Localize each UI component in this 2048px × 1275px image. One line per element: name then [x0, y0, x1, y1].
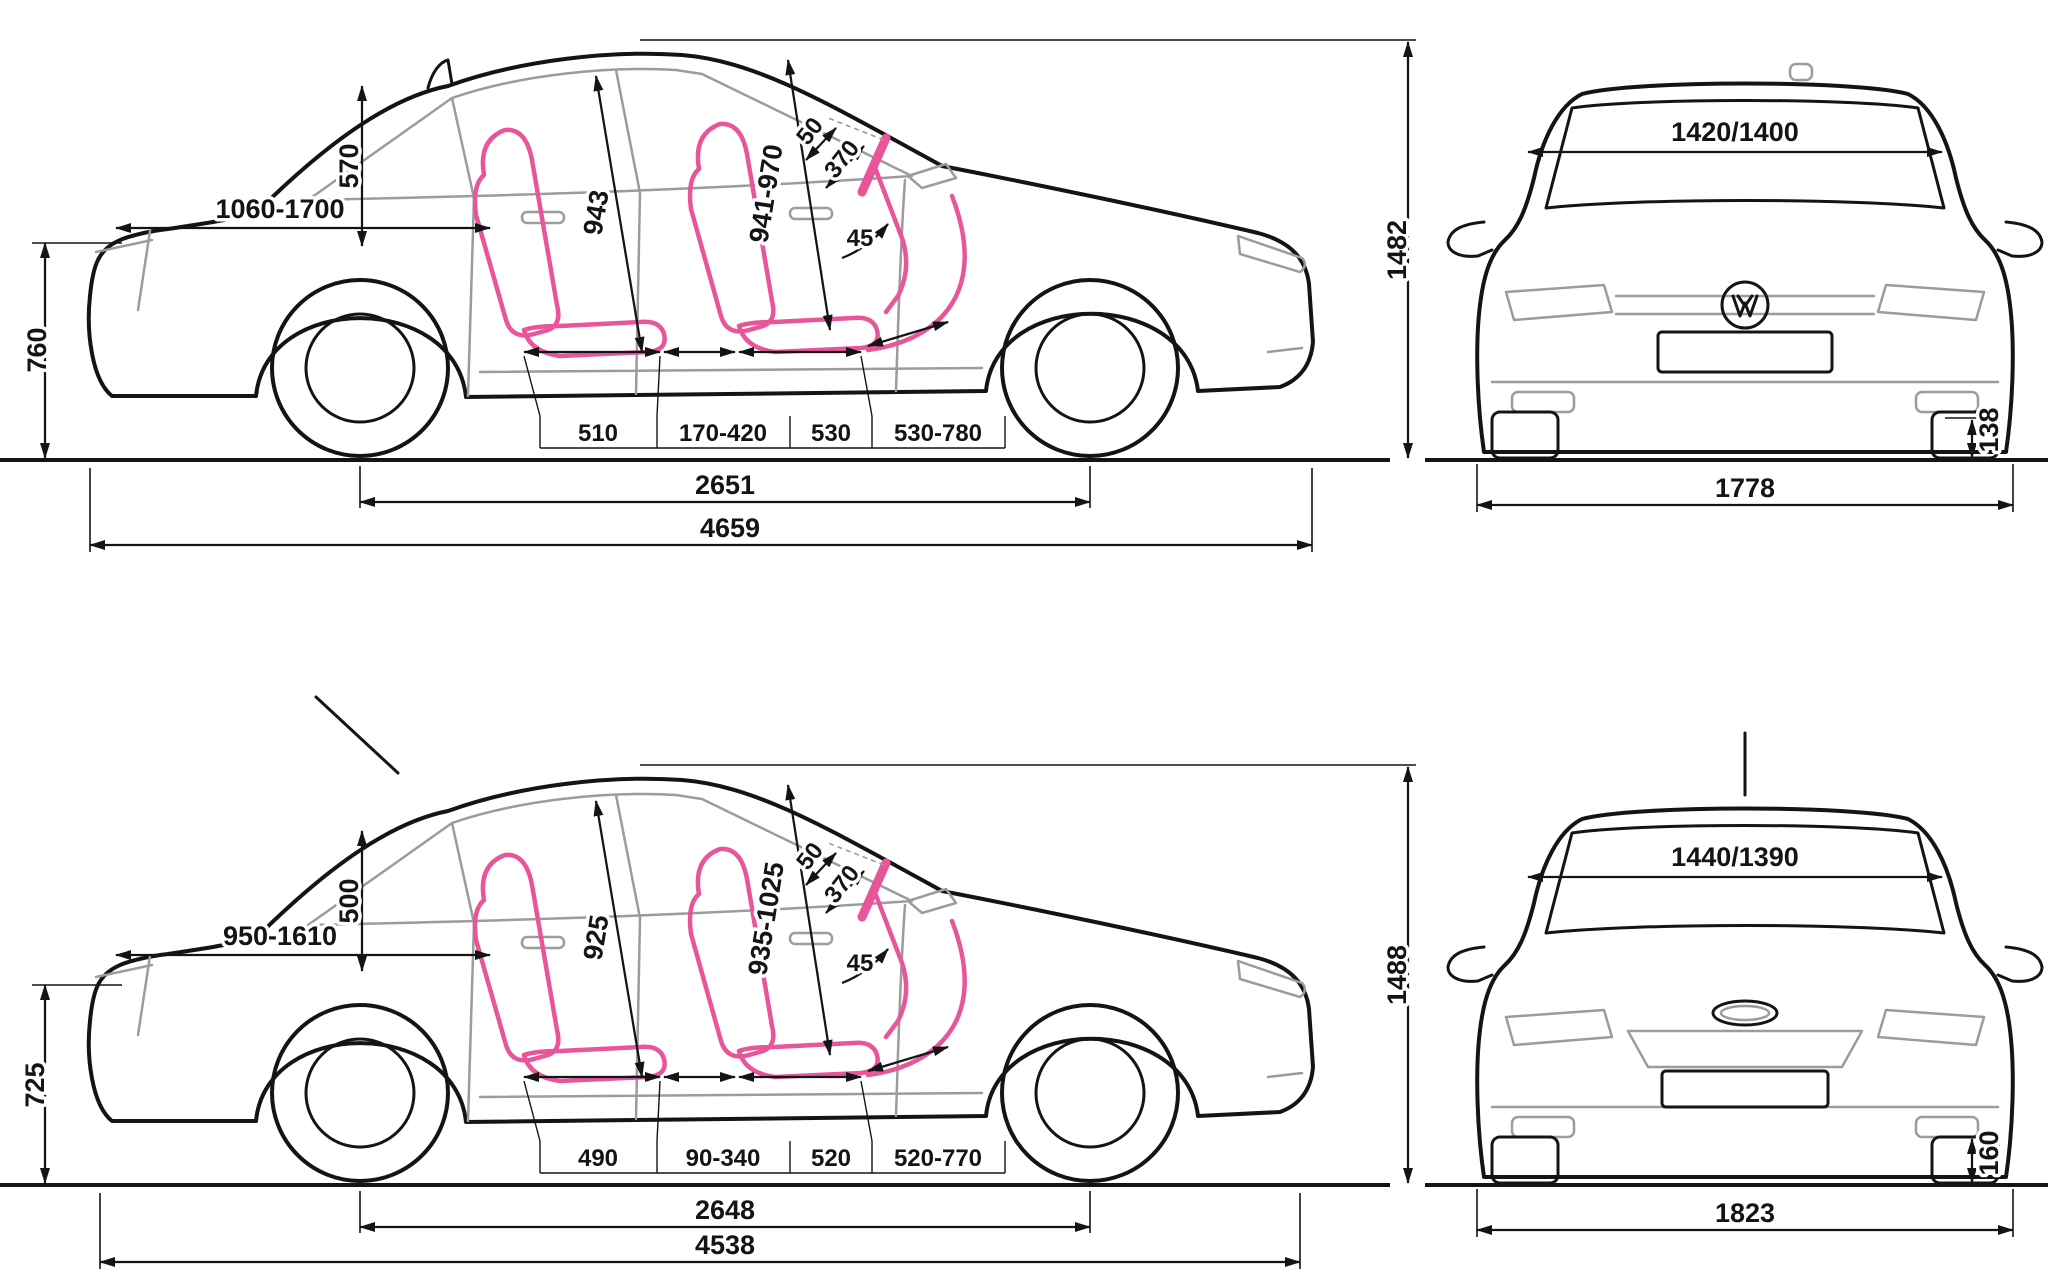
cargo-length-label: 950-1610: [223, 921, 337, 951]
roof-antenna-nub: [1788, 62, 1814, 82]
legroom-label: 520-770: [894, 1145, 982, 1172]
legroom-label: 530-780: [894, 420, 982, 447]
dim-overall-length: 4659: [89, 468, 1313, 552]
volkswagen-logo-glyph: [1731, 294, 1759, 318]
dim-overall-width: 1778: [1476, 464, 2014, 512]
volkswagen-logo: [1720, 280, 1770, 330]
rear-deck-height-label: 725: [20, 1062, 50, 1107]
dim-front-headroom: 943: [574, 75, 645, 353]
top-car-section: 4659 2651 1482 760 570 1060-1700 9: [0, 39, 2048, 552]
cargo-length-label: 1060-1700: [215, 194, 344, 224]
ford-logo-inner: [1719, 1004, 1771, 1022]
front-cushion-label: 530: [811, 420, 851, 447]
rear-headroom-label: 935-1025: [742, 860, 789, 977]
wheelbase-label: 2648: [695, 1195, 755, 1225]
front-headroom-label: 925: [578, 913, 615, 962]
dim-rear-shelf-height: 500: [331, 830, 368, 972]
steering-adjust-b-label: 370: [819, 135, 865, 183]
dim-rear-shelf-height: 570: [331, 85, 368, 247]
dim-rear-deck-height: 725: [17, 984, 122, 1184]
track-label: 1440/1390: [1671, 842, 1799, 872]
overall-length-label: 4659: [700, 513, 760, 543]
overall-height-label: 1488: [1382, 945, 1412, 1005]
license-plate: [1660, 1069, 1830, 1109]
license-plate: [1656, 330, 1834, 374]
overall-width-label: 1778: [1715, 473, 1775, 503]
pedal-angle-label: 45: [847, 950, 874, 977]
overall-width-label: 1823: [1715, 1198, 1775, 1228]
ford-logo: [1711, 999, 1779, 1027]
rear-cushion-label: 510: [578, 420, 618, 447]
seat-travel-label: 90-340: [686, 1145, 761, 1172]
overall-height-label: 1482: [1382, 220, 1412, 280]
ground-clearance-label: 138: [1974, 407, 2004, 452]
dim-seat-measures: 510 170-420 530 530-780: [523, 320, 1006, 451]
wheelbase-label: 2651: [695, 470, 755, 500]
dim-overall-width: 1823: [1476, 1189, 2014, 1237]
dim-pedal-angle: 45: [841, 222, 889, 260]
rear-shelf-height-label: 500: [334, 878, 364, 923]
dim-overall-height: 1482: [640, 39, 1416, 459]
dim-pedal-angle: 45: [841, 947, 889, 985]
dim-overall-height: 1488: [640, 764, 1416, 1184]
ford-front-details: [1626, 731, 1864, 1109]
rear-deck-height-label: 760: [22, 327, 52, 372]
dim-ground-clearance: 160: [1945, 1127, 2008, 1184]
top-side-view: [89, 54, 1313, 456]
rear-cushion-label: 490: [578, 1145, 618, 1172]
volkswagen-front-details: [1614, 62, 1876, 374]
rear-shelf-height-label: 570: [334, 143, 364, 188]
dim-front-headroom: 925: [574, 800, 645, 1078]
steering-adjust-b-label: 370: [819, 860, 865, 908]
bottom-car-section: 4538 2648 1488 725 500 950-1610 92: [0, 695, 2048, 1269]
ground-clearance-label: 160: [1974, 1130, 2004, 1175]
pedal-angle-label: 45: [847, 225, 874, 252]
seat-travel-label: 170-420: [679, 420, 767, 447]
bottom-side-view: [89, 779, 1313, 1181]
front-headroom-label: 943: [578, 188, 615, 237]
dim-rear-deck-height: 760: [19, 242, 122, 459]
front-cushion-label: 520: [811, 1145, 851, 1172]
dim-wheelbase: 2648: [359, 1191, 1091, 1233]
overall-length-label: 4538: [695, 1230, 755, 1260]
track-label: 1420/1400: [1671, 117, 1799, 147]
dim-cargo-length: 1060-1700: [115, 191, 491, 233]
rear-headroom-label: 941-970: [744, 142, 789, 245]
grille: [1626, 1029, 1864, 1069]
whip-antenna: [314, 695, 400, 775]
dim-overall-length: 4538: [99, 1193, 1301, 1269]
dim-wheelbase: 2651: [359, 466, 1091, 508]
roof-antenna-fin: [426, 58, 454, 90]
dim-cargo-length: 950-1610: [115, 918, 491, 960]
dim-ground-clearance: 138: [1945, 404, 2008, 459]
dim-track: 1440/1390: [1527, 839, 1943, 882]
dim-track: 1420/1400: [1527, 114, 1943, 157]
dim-seat-measures: 490 90-340 520 520-770: [523, 1045, 1006, 1176]
